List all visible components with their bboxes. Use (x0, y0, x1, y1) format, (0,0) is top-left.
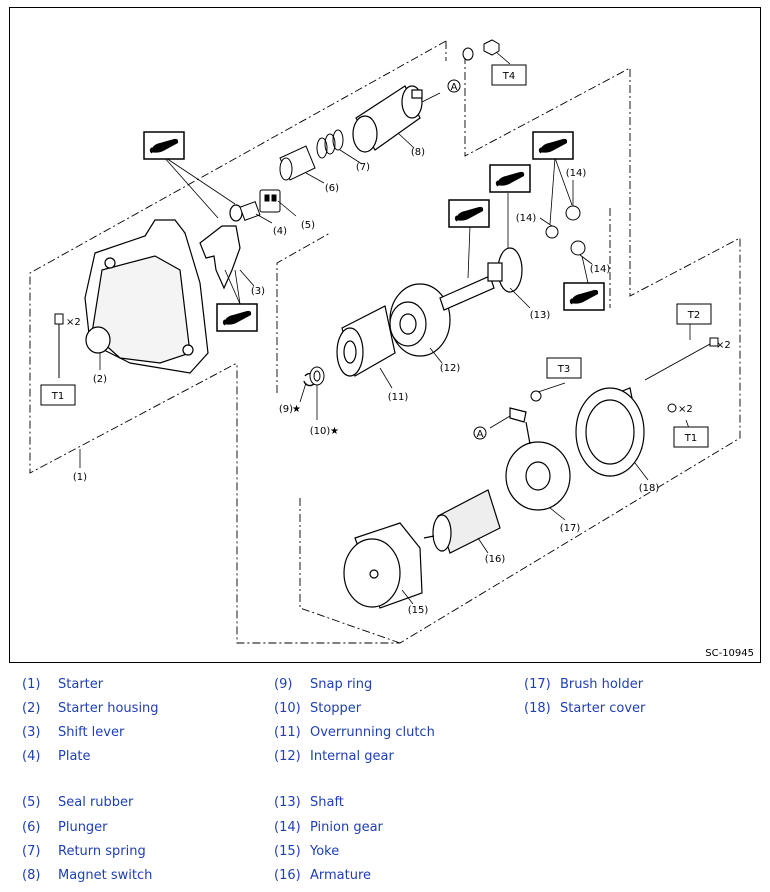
callout: (6) (325, 183, 339, 194)
torque-box-t2 (676, 303, 712, 325)
ref-mark-a (473, 426, 487, 440)
screw-right (667, 403, 677, 413)
callout: (18) (639, 483, 660, 494)
grease-icon (216, 303, 258, 332)
torque-label: T1 (51, 391, 64, 402)
multiplier-label: ×2 (716, 340, 731, 351)
callout: (8) (411, 147, 425, 158)
star-mark: ★ (292, 404, 301, 415)
torque-box-t4 (491, 64, 527, 86)
callout: (3) (251, 286, 265, 297)
nut-t3 (530, 390, 542, 402)
callout: (16) (485, 554, 506, 565)
star-mark: ★ (330, 426, 339, 437)
legend-item: (14)Pinion gear (274, 820, 383, 835)
plate (239, 201, 261, 221)
pinion-gears (545, 205, 586, 256)
legend-item: (3)Shift lever (22, 725, 125, 740)
legend-item: (16)Armature (274, 868, 372, 883)
ref-mark-text: A (451, 82, 458, 93)
armature (423, 489, 501, 554)
grease-icon (563, 282, 605, 311)
callout: (1) (73, 472, 87, 483)
callout: (15) (408, 605, 429, 616)
callout: (10) (310, 426, 331, 437)
ref-mark-text: A (477, 429, 484, 440)
group-boundary-lines (29, 40, 741, 644)
torque-box-t1-left (40, 384, 76, 406)
seal-rubber (259, 189, 281, 213)
legend-item: (11)Overrunning clutch (274, 725, 435, 740)
legend-item: (10)Stopper (274, 701, 362, 716)
callout: (7) (356, 162, 370, 173)
nut-top (462, 39, 500, 61)
legend-item: (17)Brush holder (524, 677, 644, 692)
legend-item: (4)Plate (22, 749, 91, 764)
overrunning-clutch (336, 305, 396, 377)
legend-item: (9)Snap ring (274, 677, 373, 692)
legend-item: (5)Seal rubber (22, 795, 134, 810)
legend-item: (12)Internal gear (274, 749, 394, 764)
legend-item: (1)Starter (22, 677, 104, 692)
callout: (4) (273, 226, 287, 237)
plunger (279, 145, 316, 181)
torque-label: T2 (687, 310, 700, 321)
torque-label: T1 (684, 433, 697, 444)
legend-item: (15)Yoke (274, 844, 340, 859)
return-spring (316, 129, 344, 159)
callout: (13) (530, 310, 551, 321)
legend-item: (18)Starter cover (524, 701, 646, 716)
shaft (439, 247, 523, 311)
legend-item: (2)Starter housing (22, 701, 159, 716)
grease-icon (448, 199, 490, 228)
ref-mark-a (447, 79, 461, 93)
legend-item: (7)Return spring (22, 844, 146, 859)
multiplier-label: ×2 (66, 317, 81, 328)
brush-holder (505, 407, 571, 511)
callout: (9) (279, 404, 293, 415)
callout: (14) (590, 264, 611, 275)
grease-icon (143, 131, 185, 160)
callout: (14) (566, 168, 587, 179)
legend-item: (8)Magnet switch (22, 868, 153, 883)
callout: (17) (560, 523, 581, 534)
callout: (11) (388, 392, 409, 403)
shift-lever (199, 204, 243, 290)
yoke (343, 522, 423, 609)
bolt-left (54, 313, 64, 378)
legend-item: (6)Plunger (22, 820, 108, 835)
grease-icon (532, 131, 574, 160)
torque-label: T3 (557, 364, 570, 375)
legend-item: (13)Shaft (274, 795, 344, 810)
callout: (14) (516, 213, 537, 224)
multiplier-label: ×2 (678, 404, 693, 415)
through-bolt (644, 337, 719, 381)
internal-gear (389, 283, 451, 357)
torque-box-t3 (546, 357, 582, 379)
torque-label: T4 (502, 71, 515, 82)
grease-icon (489, 164, 531, 193)
starter-housing (84, 219, 209, 374)
leader-lines (79, 51, 691, 605)
callout: (5) (301, 220, 315, 231)
callout: (12) (440, 363, 461, 374)
figure-code: SC-10945 (705, 648, 754, 659)
diagram-svg: T1 T1 T2 T3 T4 ×2 ×2 ×2 A A (1) (2) (3) … (29, 39, 741, 644)
stopper (309, 366, 325, 386)
magnet-switch (352, 85, 423, 153)
exploded-diagram: T1 T1 T2 T3 T4 ×2 ×2 ×2 A A (1) (2) (3) … (9, 7, 761, 663)
callout: (2) (93, 374, 107, 385)
torque-box-t1-right (673, 426, 709, 448)
starter-cover (575, 387, 645, 478)
